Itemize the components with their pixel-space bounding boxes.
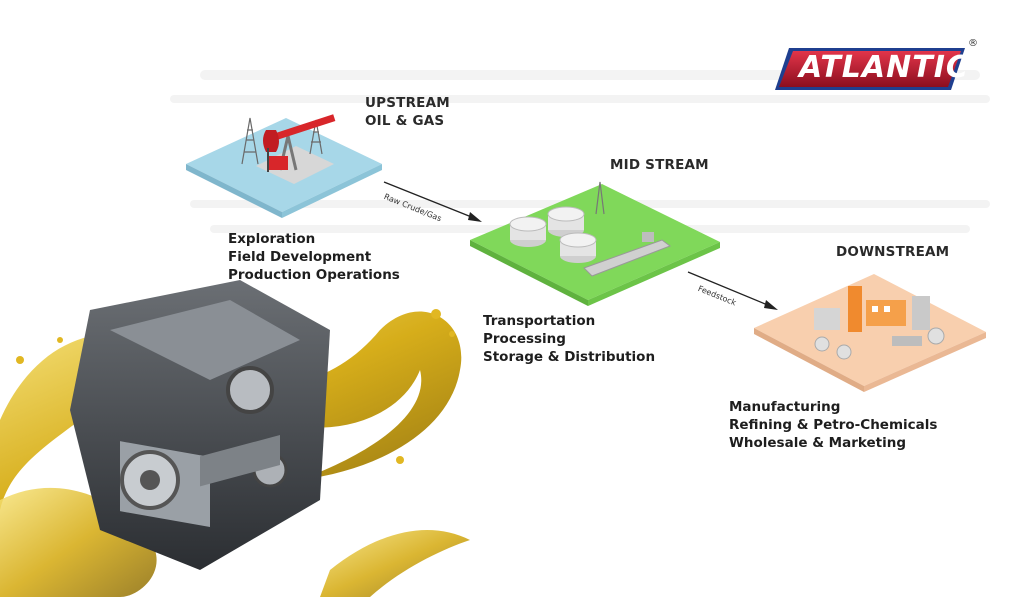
upstream-item: Production Operations	[228, 267, 400, 283]
upstream-description: Exploration Field Development Production…	[228, 230, 400, 284]
midstream-title: MID STREAM	[610, 157, 709, 173]
registered-mark: ®	[968, 38, 978, 49]
midstream-tile	[470, 181, 720, 306]
upstream-item: Exploration	[228, 231, 316, 247]
downstream-description: Manufacturing Refining & Petro-Chemicals…	[729, 398, 937, 452]
midstream-item: Transportation	[483, 313, 596, 329]
refinery-icon	[814, 286, 945, 360]
downstream-title: DOWNSTREAM	[836, 244, 950, 260]
downstream-item: Manufacturing	[729, 399, 841, 415]
pumpjack-icon	[263, 114, 336, 172]
upstream-tile	[186, 114, 382, 218]
brand-logo: ATLANTIC	[775, 44, 968, 94]
engine-oil-splash-image	[0, 280, 470, 597]
downstream-item: Refining & Petro-Chemicals	[729, 417, 938, 433]
downstream-tile	[754, 274, 986, 392]
midstream-description: Transportation Processing Storage & Dist…	[483, 312, 655, 366]
tanker-ship-icon	[583, 232, 672, 277]
midstream-item: Storage & Distribution	[483, 349, 656, 365]
storage-tank-icon	[509, 206, 597, 263]
downstream-item: Wholesale & Marketing	[729, 435, 906, 451]
upstream-item: Field Development	[228, 249, 372, 265]
upstream-title: UPSTREAM OIL & GAS	[365, 95, 450, 129]
flow-arrow-feedstock	[687, 271, 778, 310]
logo-text: ATLANTIC	[799, 50, 969, 85]
midstream-item: Processing	[483, 331, 566, 347]
flow-arrow-raw-crude	[383, 181, 482, 222]
